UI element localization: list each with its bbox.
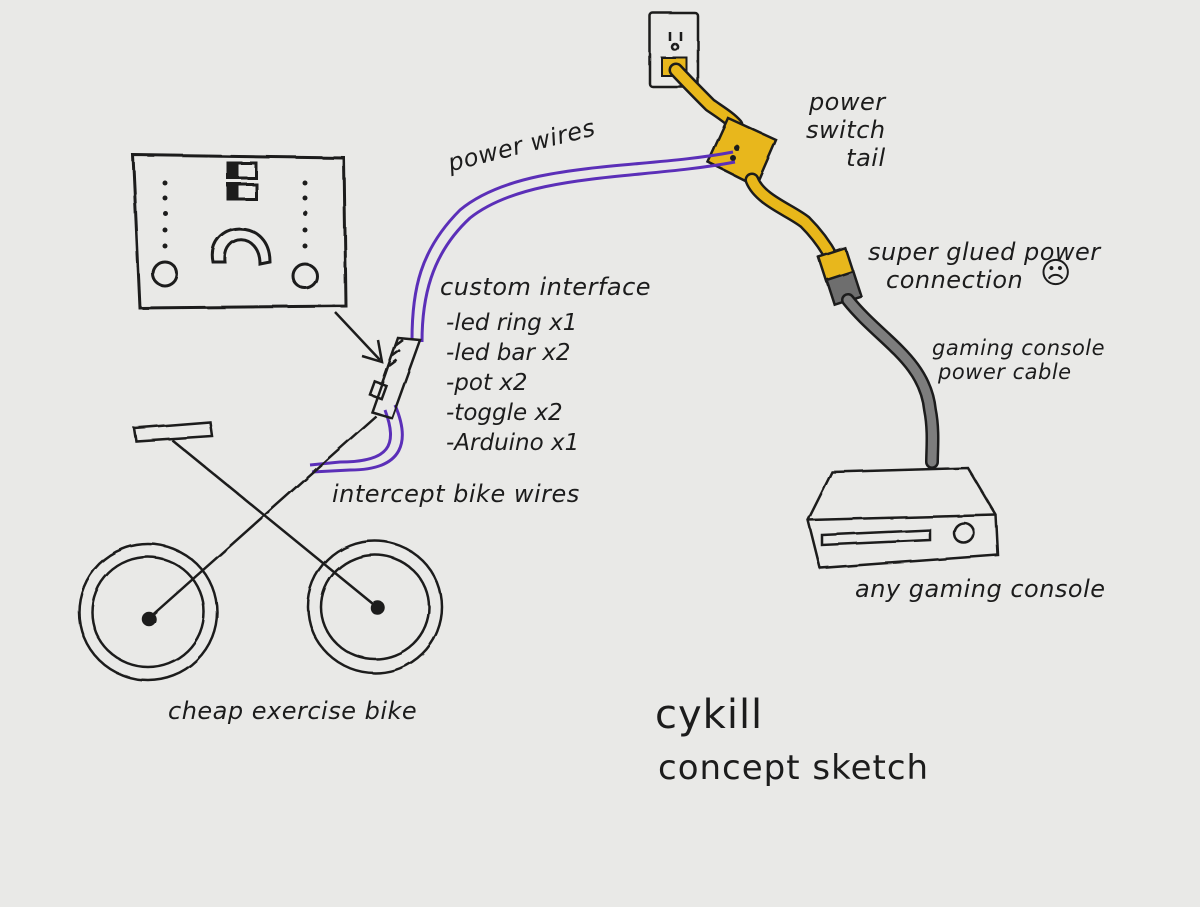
label-line: super glued power <box>868 238 1101 266</box>
part-toggle: -toggle x2 <box>446 400 563 426</box>
arrow-icon <box>334 311 384 364</box>
label-line: switch <box>806 116 886 144</box>
part-arduino: -Arduino x1 <box>446 430 580 456</box>
label-line: gaming console <box>932 336 1106 360</box>
glued-connection <box>817 246 863 307</box>
mounted-interface-box <box>368 336 422 420</box>
power-switch-tail-box <box>706 116 778 188</box>
sketch-title: cykill <box>655 692 764 738</box>
frown-face-icon: ☹ <box>1040 256 1072 291</box>
intercept-wires <box>309 404 404 474</box>
bike-label: cheap exercise bike <box>168 697 418 725</box>
part-led-ring: -led ring x1 <box>446 310 578 336</box>
gaming-cable-label: gaming console power cable <box>932 336 1105 384</box>
label-line: power <box>808 88 886 116</box>
label-line: tail <box>846 144 886 172</box>
intercept-wires-label: intercept bike wires <box>332 480 580 508</box>
interface-panel-drawing <box>131 153 348 310</box>
custom-interface-label: custom interface <box>440 273 652 301</box>
sketch-subtitle: concept sketch <box>658 748 930 788</box>
label-line: power cable <box>938 360 1072 384</box>
part-pot: -pot x2 <box>446 370 528 396</box>
power-switch-tail-label: power switch tail <box>768 88 886 172</box>
super-glued-label: super glued power connection <box>868 238 1101 294</box>
power-wires <box>410 150 736 343</box>
gaming-console-icon <box>806 466 1000 570</box>
console-label: any gaming console <box>855 575 1106 603</box>
parts-list: -led ring x1 -led bar x2 -pot x2 -toggle… <box>446 308 579 458</box>
label-line: connection <box>886 266 1024 294</box>
part-led-bar: -led bar x2 <box>446 340 571 366</box>
exercise-bike-icon <box>77 415 444 682</box>
